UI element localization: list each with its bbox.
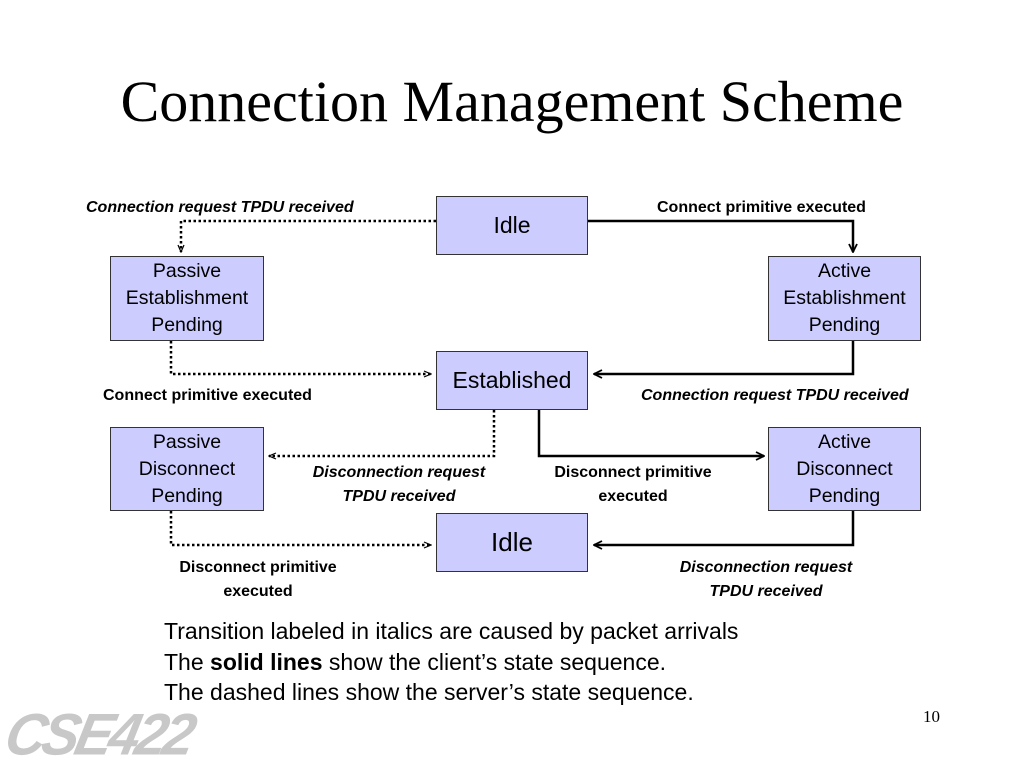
arrow-idle-to-passive-establishment xyxy=(181,219,436,252)
label-line: Disconnect primitive xyxy=(554,464,712,481)
state-line: Passive xyxy=(152,260,222,282)
state-line: Pending xyxy=(808,314,881,336)
page-number: 10 xyxy=(923,707,940,726)
slide-title: Connection Management Scheme xyxy=(120,69,904,134)
state-active-disconnect-pending: Active Disconnect Pending xyxy=(768,427,921,511)
caption-line-2-post: show the client’s state sequence. xyxy=(322,648,667,675)
arrow-active-establishment-to-established xyxy=(594,341,855,374)
caption-line-2: The solid lines show the client’s state … xyxy=(164,647,738,678)
caption-line-2-pre: The xyxy=(164,648,211,675)
state-line: Establishment xyxy=(783,287,906,309)
label-conn-req-tpdu-mid: Connection request TPDU received xyxy=(641,387,909,404)
course-logo: CSE422 xyxy=(0,701,199,768)
arrow-active-disconnect-to-idle xyxy=(594,511,855,545)
state-passive-disconnect-pending: Passive Disconnect Pending xyxy=(110,427,264,511)
arrow-idle-to-active-establishment xyxy=(588,219,853,252)
caption-line-3: The dashed lines show the server’s state… xyxy=(164,679,694,705)
label-disc-prim-mid: Disconnect primitive executed xyxy=(532,461,734,509)
state-idle-top: Idle xyxy=(436,196,588,255)
state-line: Establishment xyxy=(125,287,249,309)
arrow-established-to-active-disconnect xyxy=(537,410,764,456)
label-disc-req-tpdu-bottom: Disconnection request TPDU received xyxy=(656,556,876,604)
state-established: Established xyxy=(436,351,588,410)
label-line: executed xyxy=(598,488,668,505)
caption-line-2-bold: solid lines xyxy=(210,648,323,675)
state-passive-establishment-pending: Passive Establishment Pending xyxy=(110,256,264,341)
label-line: TPDU received xyxy=(342,488,456,505)
label-connect-prim-top: Connect primitive executed xyxy=(657,199,866,216)
arrow-passive-establishment-to-established xyxy=(169,341,431,374)
state-idle-bottom: Idle xyxy=(436,513,588,572)
label-connect-prim-mid: Connect primitive executed xyxy=(103,387,312,404)
state-line: Disconnect xyxy=(796,457,893,480)
state-line: Pending xyxy=(151,314,223,336)
caption: Transition labeled in italics are caused… xyxy=(164,616,738,708)
label-disc-prim-bottom: Disconnect primitive executed xyxy=(156,556,360,604)
state-established-label: Established xyxy=(452,367,572,393)
label-line: executed xyxy=(223,583,293,600)
state-line: Passive xyxy=(152,430,222,453)
label-conn-req-tpdu-top: Connection request TPDU received xyxy=(86,199,354,216)
state-line: Disconnect xyxy=(138,457,236,480)
label-line: TPDU received xyxy=(709,583,823,600)
state-line: Active xyxy=(817,260,872,282)
label-line: Disconnection request xyxy=(679,559,853,576)
arrow-passive-disconnect-to-idle xyxy=(169,511,431,545)
state-idle-top-label: Idle xyxy=(493,212,531,238)
state-active-establishment-pending: Active Establishment Pending xyxy=(768,256,921,341)
state-line: Pending xyxy=(808,484,881,507)
state-line: Pending xyxy=(151,484,223,507)
caption-line-1: Transition labeled in italics are caused… xyxy=(164,618,739,644)
state-idle-bottom-label: Idle xyxy=(491,527,533,557)
label-disc-req-tpdu-mid: Disconnection request TPDU received xyxy=(290,461,508,509)
arrow-established-to-passive-disconnect xyxy=(269,410,496,456)
state-line: Active xyxy=(817,430,872,453)
label-line: Disconnect primitive xyxy=(179,559,337,576)
label-line: Disconnection request xyxy=(312,464,486,481)
